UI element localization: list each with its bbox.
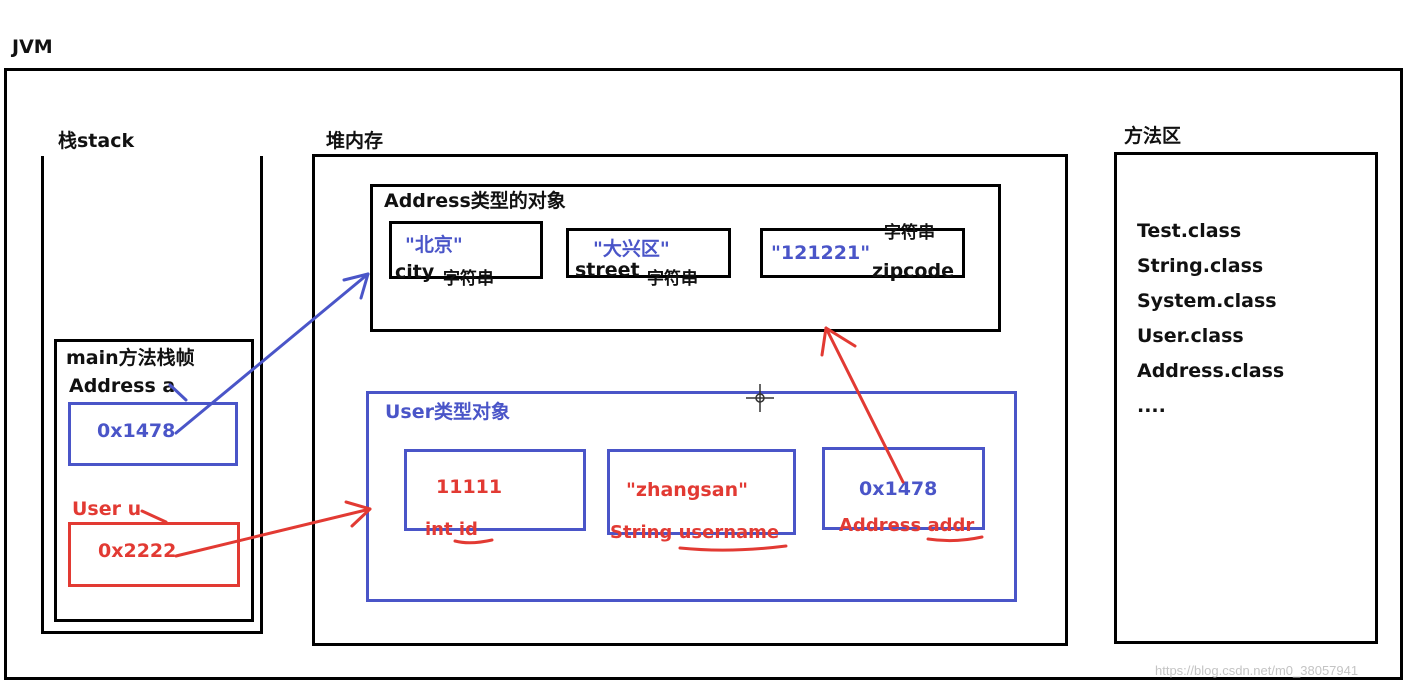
street-field-value: "大兴区" — [593, 238, 670, 260]
address-variable-label: Address a — [69, 375, 176, 397]
id-field-box — [404, 449, 586, 531]
address-object-box — [370, 184, 1001, 332]
username-underline — [678, 544, 788, 552]
addr-reference-arrow — [824, 326, 905, 484]
address-reference-arrow — [174, 272, 370, 435]
user-variable-value: 0x2222 — [98, 540, 177, 562]
stack-title: 栈stack — [58, 130, 135, 152]
jvm-outer-box — [4, 68, 1403, 680]
username-field-box — [607, 449, 796, 535]
user-variable-label: User u — [72, 498, 142, 520]
heap-container — [312, 154, 1068, 646]
username-field-declaration: String username — [610, 522, 780, 543]
jvm-label: JVM — [12, 36, 53, 58]
username-field-value: "zhangsan" — [626, 479, 748, 501]
stack-container — [41, 156, 263, 634]
id-field-declaration: int id — [425, 519, 478, 540]
class-item: System.class — [1137, 290, 1277, 312]
street-field-box — [566, 228, 731, 278]
user-reference-arrowhead — [344, 500, 372, 528]
addr-field-box — [822, 447, 985, 530]
addr-field-declaration: Address addr — [839, 515, 975, 536]
heap-title: 堆内存 — [326, 130, 384, 152]
user-variable-box — [68, 522, 240, 587]
address-pointer-mark — [168, 383, 188, 402]
zipcode-field-type: 字符串 — [884, 223, 935, 243]
zipcode-field-box — [760, 228, 965, 278]
street-field-type: 字符串 — [647, 269, 698, 289]
zipcode-field-name: zipcode — [872, 260, 954, 282]
main-frame-title: main方法栈帧 — [66, 347, 195, 369]
city-field-type: 字符串 — [443, 269, 494, 289]
user-object-title: User类型对象 — [385, 401, 510, 423]
city-field-name: city — [395, 261, 435, 283]
id-field-value: 11111 — [436, 476, 503, 498]
address-reference-arrowhead — [342, 272, 370, 300]
zipcode-field-value: "121221" — [771, 242, 871, 264]
addr-field-value: 0x1478 — [859, 478, 938, 500]
class-item: String.class — [1137, 255, 1264, 277]
method-area-box — [1114, 152, 1378, 644]
user-pointer-mark — [140, 509, 168, 524]
id-underline — [453, 538, 494, 545]
class-item: Address.class — [1137, 360, 1285, 382]
addr-reference-arrowhead — [820, 326, 857, 357]
city-field-value: "北京" — [405, 234, 463, 256]
city-field-box — [389, 221, 543, 279]
user-reference-arrow — [174, 507, 372, 558]
main-stack-frame — [54, 339, 254, 622]
watermark: https://blog.csdn.net/m0_38057941 — [1155, 663, 1359, 678]
address-variable-value: 0x1478 — [97, 420, 176, 442]
method-area-title: 方法区 — [1124, 125, 1182, 147]
address-variable-box — [68, 402, 238, 466]
street-field-name: street — [575, 259, 640, 281]
crosshair-cursor-icon — [746, 384, 774, 412]
address-object-title: Address类型的对象 — [384, 190, 566, 212]
user-object-box — [366, 391, 1017, 602]
class-item: Test.class — [1137, 220, 1242, 242]
addr-underline — [926, 535, 984, 543]
class-item: User.class — [1137, 325, 1244, 347]
class-item: .... — [1137, 395, 1166, 417]
